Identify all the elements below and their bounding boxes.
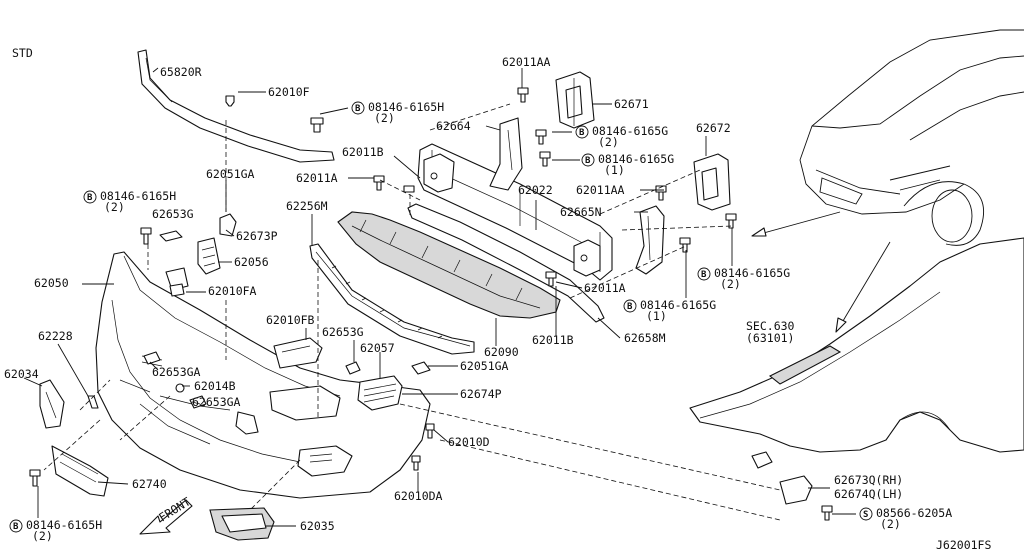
part-62050-bumper-fascia (95, 251, 431, 499)
label-08146-6165G-c: 08146-6165G (714, 266, 790, 280)
label-62671: 62671 (614, 97, 649, 111)
part-62022-reinforcement (417, 143, 613, 281)
label-62653G-a: 62653G (152, 207, 194, 221)
label-62056: 62056 (234, 255, 269, 269)
label-62011B-b: 62011B (532, 333, 574, 347)
qty-08146-6165H-b: (2) (104, 200, 125, 214)
label-62010FB: 62010FB (266, 313, 315, 327)
label-08146-6165H-a: 08146-6165H (368, 100, 444, 114)
label-62673P: 62673P (236, 229, 278, 243)
bolt-callout-1: B 08146-6165H (2) (351, 100, 444, 125)
part-fender-sec630 (689, 237, 1024, 453)
bolt-prefix: B (13, 522, 19, 532)
label-62658M: 62658M (624, 331, 666, 345)
bolt-callout-7: B 08146-6165H (2) (9, 518, 102, 543)
label-62653GA-a: 62653GA (152, 365, 201, 379)
label-62051GA-a: 62051GA (206, 167, 255, 181)
label-62674P: 62674P (460, 387, 502, 401)
bolt-prefix: B (627, 302, 633, 312)
qty-08146-6165G-b: (1) (604, 163, 625, 177)
label-sec-630-ref: (63101) (746, 331, 794, 345)
label-62010F: 62010F (268, 85, 310, 99)
label-62665N: 62665N (560, 205, 602, 219)
bolt-prefix: B (701, 270, 707, 280)
label-08146-6165H-b: 08146-6165H (100, 189, 176, 203)
bolt-b1 (310, 117, 324, 133)
bolt-prefix: B (579, 128, 585, 138)
label-62022: 62022 (518, 183, 553, 197)
part-62057-vent (357, 375, 403, 411)
label-62256M: 62256M (286, 199, 328, 213)
label-62673Q: 62673Q(RH) (834, 473, 903, 487)
bolt-callout-5: B 08146-6165G (2) (697, 266, 790, 291)
qty-08566-6205A: (2) (880, 517, 901, 531)
dashed-guides (43, 103, 781, 521)
bolt-callout-4: B 08146-6165G (1) (581, 152, 674, 177)
part-62256M-grille (309, 243, 475, 355)
labels: STD 65820R 62010F B 08146-6165H (2) 6201… (4, 46, 991, 552)
label-62090: 62090 (484, 345, 519, 359)
bolt-callout-2: B 08146-6165H (2) (83, 189, 176, 214)
label-62011AA-b: 62011AA (576, 183, 625, 197)
label-62674Q: 62674Q(LH) (834, 487, 903, 501)
part-62672-bracket (693, 153, 731, 211)
variant-label: STD (12, 46, 33, 60)
label-08146-6165G-b: 08146-6165G (598, 152, 674, 166)
part-62740-plate (51, 445, 109, 497)
qty-08146-6165G-a: (2) (598, 135, 619, 149)
bolt-prefix: B (585, 156, 591, 166)
label-62010D: 62010D (448, 435, 490, 449)
front-direction-arrow (139, 499, 193, 535)
label-62740: 62740 (132, 477, 167, 491)
label-62010DA: 62010DA (394, 489, 443, 503)
label-08566-6205A: 08566-6205A (876, 506, 952, 520)
label-62011A-a: 62011A (296, 171, 338, 185)
label-08146-6165H-c: 08146-6165H (26, 518, 102, 532)
label-sec-630: SEC.630 (746, 319, 795, 333)
label-62672: 62672 (696, 121, 731, 135)
label-62228: 62228 (38, 329, 73, 343)
diagram-id: J62001FS (936, 538, 991, 552)
bolt-prefix: B (355, 104, 361, 114)
part-62671-bracket (555, 71, 595, 129)
qty-08146-6165H-c: (2) (32, 529, 53, 543)
label-62035: 62035 (300, 519, 335, 533)
label-62057: 62057 (360, 341, 395, 355)
part-65820R (137, 49, 335, 163)
part-62035-bezel (209, 507, 275, 541)
part-drawings (29, 29, 1024, 541)
label-62034: 62034 (4, 367, 39, 381)
part-62658M (407, 203, 605, 323)
label-62051GA-b: 62051GA (460, 359, 509, 373)
screw-prefix: S (863, 510, 868, 520)
bolt-callout-6: B 08146-6165G (1) (623, 298, 716, 323)
label-62653GA-b: 62653GA (192, 395, 241, 409)
qty-08146-6165G-d: (1) (646, 309, 667, 323)
label-62010FA: 62010FA (208, 284, 257, 298)
label-62011A-b: 62011A (584, 281, 626, 295)
label-62664: 62664 (436, 119, 471, 133)
bolt-prefix: B (87, 193, 93, 203)
leader-lines (23, 67, 891, 527)
bolt-callout-3: B 08146-6165G (2) (575, 124, 668, 149)
screw-callout-1: S 08566-6205A (2) (859, 506, 952, 531)
part-62090-absorber (337, 211, 561, 319)
label-62050: 62050 (34, 276, 69, 290)
label-65820R: 65820R (160, 65, 202, 79)
label-62011B-a: 62011B (342, 145, 384, 159)
label-62653G-b: 62653G (322, 325, 364, 339)
vehicle-outline (799, 29, 1024, 246)
label-08146-6165G-a: 08146-6165G (592, 124, 668, 138)
label-08146-6165G-d: 08146-6165G (640, 298, 716, 312)
label-62014B: 62014B (194, 379, 236, 393)
qty-08146-6165H-a: (2) (374, 111, 395, 125)
label-62011AA-a: 62011AA (502, 55, 551, 69)
qty-08146-6165G-c: (2) (720, 277, 741, 291)
